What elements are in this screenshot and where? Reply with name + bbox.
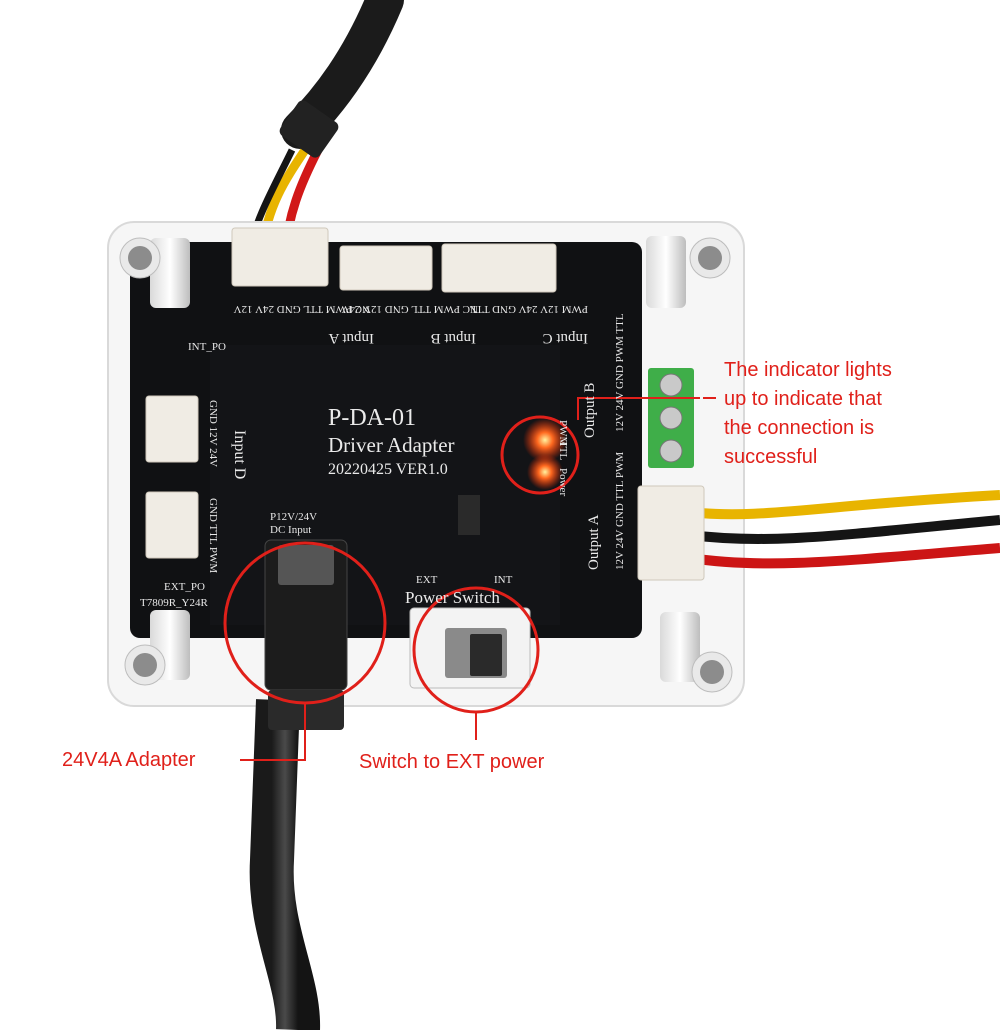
connector-input-b (339, 245, 433, 291)
highlight-indicators (500, 415, 580, 495)
adapter-annotation: 24V4A Adapter (62, 749, 196, 771)
connector-input-c (231, 227, 329, 287)
ic-chip (458, 495, 480, 535)
connector-input-a (441, 243, 557, 293)
pins-input-d-2: GND TTL PWM (207, 498, 219, 573)
power-switch-knob (470, 634, 502, 676)
output-a-label: Output A (586, 514, 602, 570)
connector-output-a (637, 485, 705, 581)
output-cable-yellow (689, 490, 1000, 520)
input-a-label: Input A (328, 330, 374, 346)
input-d-label: Input D (231, 430, 248, 479)
led-pwm-label: PWM (557, 420, 569, 447)
pins-output-a: 12V 24V GND TTL PWM (614, 452, 626, 570)
chip-mark: T7809R_Y24R (140, 597, 209, 609)
dc-input-voltage: P12V/24V (270, 511, 317, 523)
led-power-label: Power (557, 468, 569, 496)
standoff-top-left (119, 237, 190, 308)
led-ttl (523, 418, 567, 462)
led-power (527, 454, 563, 490)
power-switch-label: Power Switch (405, 588, 500, 607)
output-cable-black (689, 515, 1000, 545)
pins-input-c: PWM 12V 24V GND TTL (469, 303, 588, 315)
pins-input-d-1: GND 12V 24V (207, 400, 219, 467)
output-cable-red (689, 543, 1000, 569)
leader-adapter (240, 703, 306, 761)
pins-input-b: NC PWM TTL GND 12V 24V (342, 303, 478, 315)
board-model: P-DA-01 (328, 405, 416, 431)
board-name: Driver Adapter (328, 433, 455, 457)
pins-output-b: 12V 24V GND PWM TTL (614, 313, 626, 432)
cable-sleeve (279, 100, 339, 158)
indicator-line-1: The indicator lights (724, 359, 892, 381)
switch-annotation: Switch to EXT power (359, 751, 545, 773)
connector-input-d-2 (145, 491, 199, 559)
connector-input-d-1 (145, 395, 199, 463)
standoff-bottom-right (660, 612, 733, 693)
leader-indicator (577, 397, 700, 420)
indicator-line-2: up to indicate that (724, 388, 882, 410)
led-ttl-label: TTL (557, 440, 569, 460)
standoff-top-right (646, 236, 731, 308)
dc-plug-cable (249, 699, 321, 1031)
pins-input-a: NC PWM TTL GND 24V 12V (234, 303, 370, 315)
output-b-label: Output B (582, 383, 598, 438)
int-po-label: INT_PO (188, 341, 226, 353)
board-version: 20220425 VER1.0 (328, 461, 448, 478)
input-c-label: Input C (543, 330, 588, 346)
ext-label: EXT (416, 574, 438, 586)
ext-po-label: EXT_PO (164, 581, 205, 593)
int-label: INT (494, 574, 513, 586)
standoff-bottom-left (124, 610, 190, 686)
dc-input-label: DC Input (270, 524, 311, 536)
indicator-annotation: The indicator lights up to indicate that… (724, 356, 892, 472)
indicator-line-4: successful (724, 446, 818, 468)
indicator-line-3: the connection is (724, 417, 875, 439)
input-b-label: Input B (431, 330, 476, 346)
